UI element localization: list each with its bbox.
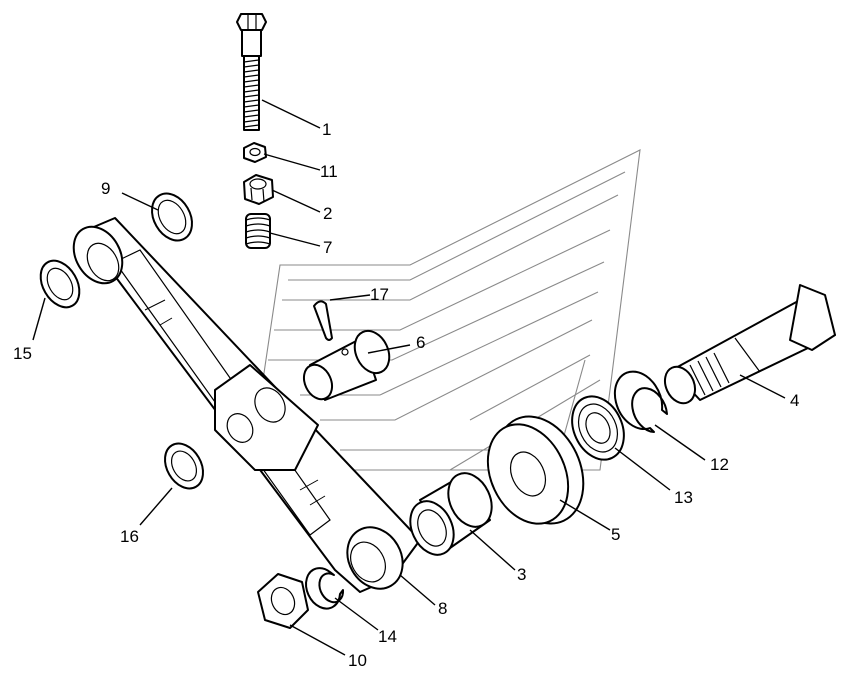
ring-part-9 — [151, 192, 193, 242]
callout-6: 6 — [416, 333, 425, 352]
callout-12: 12 — [710, 455, 729, 474]
bolt-part-1 — [236, 13, 267, 131]
circlip-part-12 — [613, 370, 668, 433]
callout-15: 15 — [13, 344, 32, 363]
callout-1: 1 — [322, 120, 331, 139]
spring-part-7 — [245, 213, 271, 249]
callout-13: 13 — [674, 488, 693, 507]
ring-part-16 — [164, 442, 204, 490]
callout-10: 10 — [348, 651, 367, 670]
pin-part-6 — [302, 329, 391, 401]
callout-8: 8 — [438, 599, 447, 618]
callout-17: 17 — [370, 285, 389, 304]
callout-11: 11 — [320, 162, 338, 181]
callout-2: 2 — [323, 204, 332, 223]
cotter-pin-part-17 — [313, 300, 333, 341]
leader-lines — [32, 99, 786, 656]
nut-part-11 — [243, 142, 267, 163]
lever-arm-part-8 — [72, 217, 421, 593]
snap-ring-part-14 — [305, 567, 345, 610]
bearing-part-13 — [571, 395, 625, 461]
sleeve-part-3 — [409, 472, 493, 556]
callout-4: 4 — [790, 391, 799, 410]
callout-3: 3 — [517, 565, 526, 584]
wheel-part-5 — [486, 415, 585, 525]
callout-labels: 1 11 2 7 9 15 17 6 4 12 13 5 3 8 16 14 1… — [13, 120, 799, 670]
callout-9: 9 — [101, 179, 110, 198]
callout-7: 7 — [323, 238, 332, 257]
callout-5: 5 — [611, 525, 620, 544]
callout-16: 16 — [120, 527, 139, 546]
ring-part-15 — [39, 259, 81, 309]
castle-nut-part-2 — [243, 174, 274, 205]
hex-nut-part-10 — [257, 573, 309, 629]
axle-part-4 — [663, 284, 836, 405]
callout-14: 14 — [378, 627, 397, 646]
